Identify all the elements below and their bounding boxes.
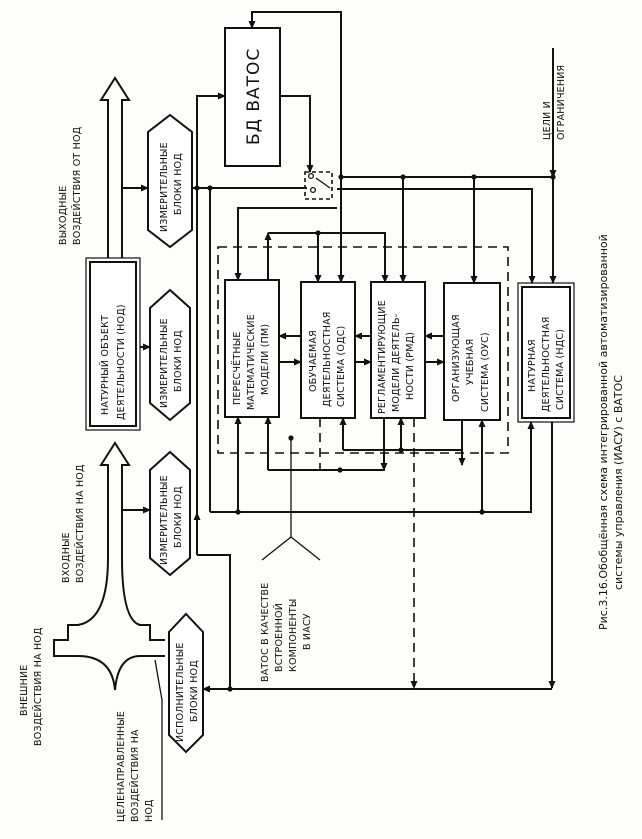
blocks-bd-vatos: БД ВАТОС [244,48,264,145]
hex-blocks-measure-top-0: ИЗМЕРИТЕЛЬНЫЕ [159,142,170,232]
block-exchange-arrows [278,332,445,366]
labels-outputs-1: ВОЗДЕЙСТВИЯ ОТ НОД [71,127,83,245]
hex-blocks-measure-bottom-0: ИЗМЕРИТЕЛЬНЫЕ [159,475,170,565]
blocks-rmd-1: МОДЕЛИ ДЕЯТЕЛЬ- [391,314,402,412]
label-inputs: ВХОДНЫЕ ВОЗДЕЙСТВИЯ НА НОД [61,464,86,583]
labels-vatos-embedded-3: В ИАСУ [302,613,313,650]
blocks-rmd-2: НОСТИ (РМД) [405,332,416,400]
blocks-ods-0: ОБУЧАЕМАЯ [308,330,319,392]
labels-vatos-embedded-2: КОМПОНЕНТЫ [288,598,299,672]
blocks-pm-0: ПЕРЕСЧЁТНЫЕ [232,331,243,405]
switch-icon [304,171,333,200]
hex-blocks-measure-top-1: БЛОКИ НОД [173,153,184,215]
figure-caption-line2: системы управления (ИАСУ) с ВАТОС [612,375,625,590]
blocks-pm-1: МАТЕМАТИЧЕСКИЕ [246,314,257,410]
label-outputs: ВЫХОДНЫЕ ВОЗДЕЙСТВИЯ ОТ НОД [58,127,83,245]
label-targeted: ЦЕЛЕНАПРАВЛЕННЫЕ ВОЗДЕЙСТВИЯ НА НОД [116,711,155,822]
nod-block: НАТУРНЫЙ ОБЪЕКТ ДЕЯТЕЛЬНОСТИ (НОД) [85,257,141,431]
ous-block: ОРГАНИЗУЮЩАЯ УЧЕБНАЯ СИСТЕМА (ОУС) [443,282,501,421]
hex-blocks-measure-mid-1: БЛОКИ НОД [173,330,184,392]
blocks-ods-1: ДЕЯТЕЛЬНОСТНАЯ [322,311,333,407]
labels-external-0: ВНЕШНИЕ [19,665,30,716]
blocks-ous-0: ОРГАНИЗУЮЩАЯ [451,314,462,402]
labels-targeted-2: НОД [144,799,155,822]
blocks-nds-2: СИСТЕМА (НДС) [555,329,566,410]
hex-blocks-actuators-1: БЛОКИ НОД [189,660,200,722]
labels-outputs-0: ВЫХОДНЫЕ [58,186,69,245]
labels-vatos-embedded-1: ВСТРОЕННОЙ [273,603,285,672]
blocks-ods-2: СИСТЕМА (ОДС) [336,326,347,407]
rmd-block: РЕГЛАМЕНТИРУЮЩИЕ МОДЕЛИ ДЕЯТЕЛЬ- НОСТИ (… [370,281,426,419]
signal-buses [192,11,557,693]
ods-block: ОБУЧАЕМАЯ ДЕЯТЕЛЬНОСТНАЯ СИСТЕМА (ОДС) [300,281,356,419]
nod-label-2: ДЕЯТЕЛЬНОСТИ (НОД) [116,304,127,420]
nds-block: НАТУРНАЯ ДЕЯТЕЛЬНОСТНАЯ СИСТЕМА (НДС) [517,282,575,423]
hex-measure-mid: ИЗМЕРИТЕЛЬНЫЕ БЛОКИ НОД [149,288,191,422]
blocks-rmd-0: РЕГЛАМЕНТИРУЮЩИЕ [377,300,388,414]
label-vatos-embedded: ВАТОС В КАЧЕСТВЕ ВСТРОЕННОЙ КОМПОНЕНТЫ В… [260,583,313,682]
blocks-nds-1: ДЕЯТЕЛЬНОСТНАЯ [541,316,552,412]
hex-blocks-measure-mid-0: ИЗМЕРИТЕЛЬНЫЕ [159,318,170,408]
pm-block: ПЕРЕСЧЁТНЫЕ МАТЕМАТИЧЕСКИЕ МОДЕЛИ (ПМ) [224,279,280,418]
labels-targeted-0: ЦЕЛЕНАПРАВЛЕННЫЕ [116,711,127,822]
bd-vatos-block: БД ВАТОС [224,27,281,167]
labels-external-1: ВОЗДЕЙСТВИЯ НА НОД [32,627,44,746]
labels-inputs-1: ВОЗДЕЙСТВИЯ НА НОД [74,464,86,583]
labels-inputs-0: ВХОДНЫЕ [61,532,72,583]
blocks-ous-1: УЧЕБНАЯ [465,339,476,385]
labels-goals-1: ОГРАНИЧЕНИЯ [556,65,567,140]
hex-actuators: ИСПОЛНИТЕЛЬНЫЕ БЛОКИ НОД [168,612,204,754]
hex-measure-bottom: ИЗМЕРИТЕЛЬНЫЕ БЛОКИ НОД [149,450,191,577]
hex-blocks-measure-bottom-1: БЛОКИ НОД [173,486,184,548]
label-goals: ЦЕЛИ И ОГРАНИЧЕНИЯ [542,65,567,140]
labels-goals-0: ЦЕЛИ И [542,101,553,140]
label-external: ВНЕШНИЕ ВОЗДЕЙСТВИЯ НА НОД [19,627,44,746]
hex-blocks-actuators-0: ИСПОЛНИТЕЛЬНЫЕ [175,642,186,742]
hex-measure-top: ИЗМЕРИТЕЛЬНЫЕ БЛОКИ НОД [147,113,193,249]
input-stream-arrow [53,441,165,820]
blocks-nds-0: НАТУРНАЯ [527,339,538,392]
iasu-boundary [217,246,509,454]
labels-vatos-embedded-0: ВАТОС В КАЧЕСТВЕ [260,583,271,682]
figure-caption: Рис.3.16.Обобщённая схема интегрированно… [597,234,625,630]
junction-dots [194,174,556,692]
nod-label-1: НАТУРНЫЙ ОБЪЕКТ [99,315,111,415]
output-stream-arrow [99,76,131,258]
labels-targeted-1: ВОЗДЕЙСТВИЯ НА [129,729,141,822]
blocks-pm-2: МОДЕЛИ (ПМ) [260,324,271,395]
figure-caption-line1: Рис.3.16.Обобщённая схема интегрированно… [597,234,610,630]
blocks-ous-2: СИСТЕМА (ОУС) [480,332,491,412]
